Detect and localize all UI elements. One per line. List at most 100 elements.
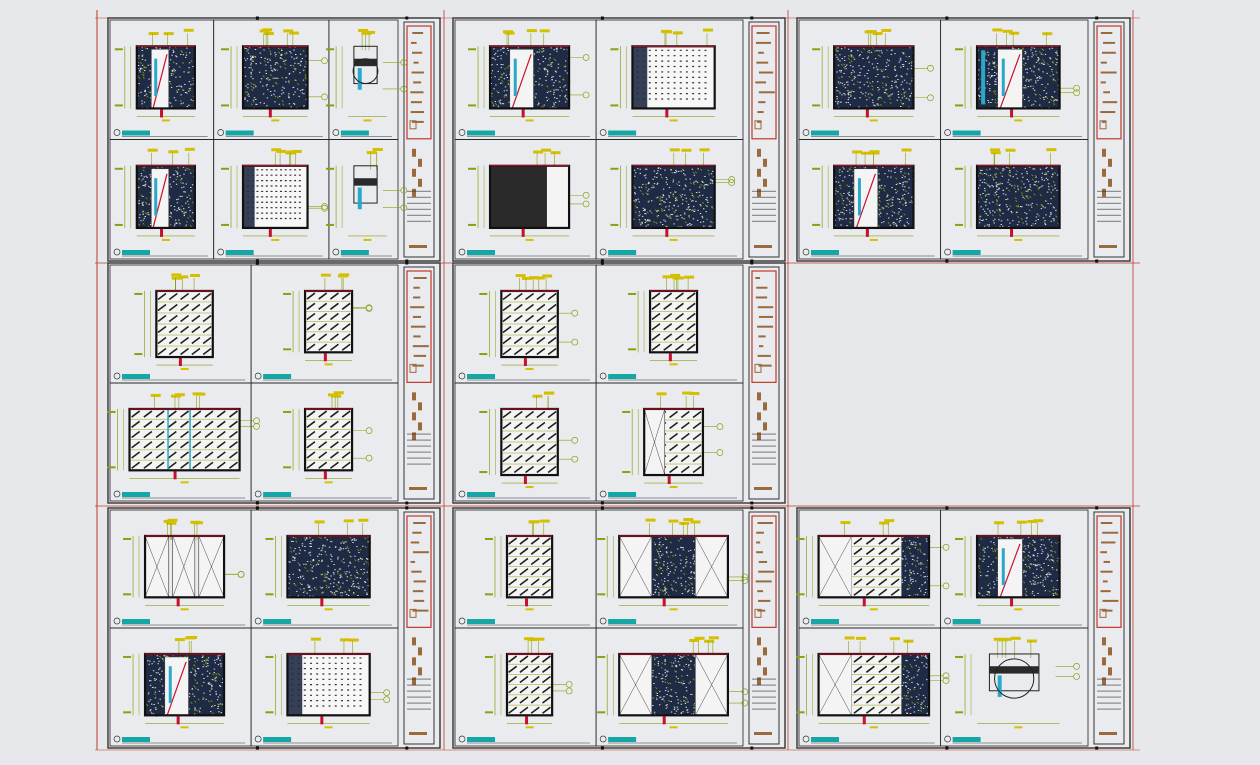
level-mark bbox=[265, 655, 274, 658]
dimension-text bbox=[324, 481, 333, 484]
annotation-tag bbox=[844, 636, 855, 640]
callout-bubble bbox=[741, 688, 749, 696]
title-block-text bbox=[1101, 120, 1106, 123]
title-block-text bbox=[1102, 531, 1119, 534]
level-mark bbox=[484, 711, 493, 714]
glass-cross bbox=[198, 535, 225, 598]
sheet-r3c2 bbox=[452, 506, 786, 750]
grid-tick bbox=[255, 501, 259, 505]
floor-marker bbox=[320, 716, 324, 725]
level-mark bbox=[597, 593, 606, 596]
level-mark bbox=[597, 655, 606, 658]
callout-bubble bbox=[741, 573, 749, 581]
title-block-text bbox=[412, 364, 424, 367]
title-block-text bbox=[757, 599, 771, 602]
grid-tick bbox=[750, 259, 754, 263]
title-block-text bbox=[758, 560, 768, 563]
view-label-tab bbox=[122, 130, 150, 136]
title-block-logo bbox=[409, 608, 417, 618]
annotation-tag bbox=[521, 276, 532, 280]
annotation-tag bbox=[328, 393, 339, 397]
annotation-tag bbox=[365, 30, 376, 34]
level-mark bbox=[812, 104, 821, 107]
title-block-logo bbox=[1099, 608, 1107, 618]
level-mark bbox=[265, 593, 274, 596]
annotation-tag bbox=[358, 518, 369, 522]
title-block-text bbox=[757, 392, 761, 401]
view-marker bbox=[802, 129, 810, 136]
shelf-lines bbox=[851, 545, 902, 588]
title-block-text bbox=[412, 168, 416, 177]
annotation-tag bbox=[990, 151, 1001, 155]
annotation-tag bbox=[184, 147, 195, 151]
level-mark bbox=[955, 48, 964, 51]
view-label-tab bbox=[122, 492, 150, 497]
title-block-text bbox=[1102, 168, 1106, 177]
callout-bubble bbox=[1073, 673, 1080, 680]
title-block-text bbox=[410, 325, 426, 328]
callout-bubble bbox=[1073, 84, 1080, 92]
grid-tick bbox=[945, 259, 949, 263]
floor-marker bbox=[176, 598, 180, 607]
callout-bubble bbox=[942, 582, 950, 590]
callout-bubble bbox=[383, 689, 391, 696]
view-label-tab bbox=[608, 737, 637, 742]
dimension-text bbox=[1014, 238, 1023, 241]
stone-texture bbox=[287, 535, 371, 598]
floor-marker bbox=[662, 716, 666, 725]
level-mark bbox=[326, 223, 335, 226]
shelf-lines bbox=[650, 300, 698, 343]
view-label-tab bbox=[263, 737, 292, 742]
title-block-logo bbox=[754, 363, 762, 373]
title-block-text bbox=[413, 61, 419, 64]
title-block-logo bbox=[1099, 120, 1107, 130]
level-mark bbox=[812, 48, 821, 51]
title-block-text bbox=[410, 41, 417, 44]
dimension-text bbox=[363, 238, 372, 241]
title-block-text bbox=[1101, 609, 1113, 612]
title-block-text bbox=[1100, 590, 1111, 593]
floor-marker bbox=[178, 358, 182, 367]
view-marker bbox=[254, 617, 262, 625]
view-marker bbox=[944, 617, 951, 625]
annotation-tag bbox=[529, 276, 540, 280]
shelf-diagonals bbox=[853, 537, 900, 596]
title-block-text bbox=[413, 335, 421, 338]
view-marker bbox=[113, 372, 121, 380]
annotation-tag bbox=[689, 392, 700, 396]
annotation-tag bbox=[533, 150, 544, 154]
view-marker bbox=[802, 617, 810, 625]
annotation-tag bbox=[178, 275, 189, 279]
title-block-text bbox=[1100, 522, 1113, 524]
level-mark bbox=[107, 466, 116, 469]
view-marker bbox=[458, 248, 466, 256]
grid-tick bbox=[750, 501, 754, 505]
title-block-text bbox=[757, 354, 771, 357]
annotation-tag bbox=[163, 519, 174, 523]
glass-cross bbox=[643, 408, 665, 476]
door-swing bbox=[511, 54, 532, 109]
annotation-tag bbox=[320, 273, 331, 277]
title-block-text bbox=[412, 296, 421, 299]
annotation-tag bbox=[150, 393, 161, 397]
grid-tick bbox=[600, 16, 604, 20]
callout-bubble bbox=[716, 423, 724, 430]
title-block-text bbox=[757, 522, 773, 524]
annotation-tag bbox=[992, 28, 1003, 32]
title-block-frame bbox=[406, 515, 432, 628]
level-mark bbox=[628, 348, 637, 351]
sheet-r3c1 bbox=[107, 506, 441, 750]
annotation-tag bbox=[174, 638, 185, 642]
title-block-text bbox=[756, 41, 771, 44]
level-mark bbox=[114, 223, 123, 226]
level-mark bbox=[114, 167, 123, 170]
grid-tick bbox=[255, 261, 259, 265]
level-mark bbox=[955, 655, 964, 658]
drawing-cell bbox=[328, 139, 399, 260]
view-label-tab bbox=[122, 737, 150, 742]
floor-marker bbox=[323, 353, 327, 362]
annotation-tag bbox=[343, 519, 354, 523]
annotation-tag bbox=[645, 518, 656, 522]
drawing-cell bbox=[940, 139, 1089, 260]
shelf-diagonals bbox=[306, 292, 351, 351]
